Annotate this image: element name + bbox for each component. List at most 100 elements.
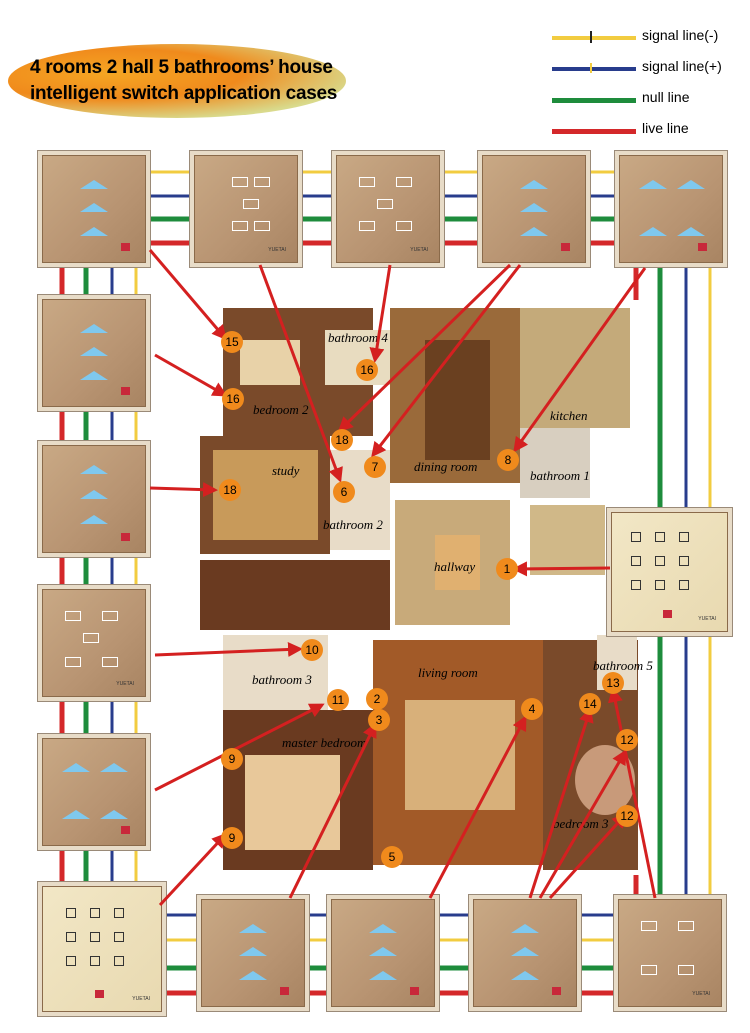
legend-signal-plus: signal line(+) bbox=[550, 55, 750, 86]
touch-triangle bbox=[80, 324, 108, 333]
room-label-bathroom5: bathroom 5 bbox=[593, 658, 653, 673]
scene-button bbox=[66, 956, 76, 966]
touch-triangle bbox=[100, 763, 128, 772]
legend-line-signal-minus bbox=[552, 36, 636, 40]
room-label-master: master bedroom bbox=[282, 735, 367, 750]
scene-button bbox=[254, 221, 270, 231]
switch-panel-top-3[interactable]: YUETAI bbox=[332, 151, 444, 267]
legend-label: null line bbox=[642, 89, 690, 105]
badge-1: 1 bbox=[496, 558, 518, 580]
touch-triangle bbox=[62, 810, 90, 819]
scene-button bbox=[678, 921, 694, 931]
scene-button bbox=[66, 908, 76, 918]
badge-14: 14 bbox=[579, 693, 601, 715]
scene-button bbox=[243, 199, 259, 209]
brand-logo bbox=[698, 243, 707, 251]
switch-panel-bottom-2[interactable] bbox=[197, 895, 309, 1011]
switch-panel-left-4[interactable] bbox=[38, 734, 150, 850]
brand-label: YUETAI bbox=[132, 996, 150, 1002]
legend-line-null bbox=[552, 98, 636, 103]
touch-triangle bbox=[369, 924, 397, 933]
room-label-bathroom4: bathroom 4 bbox=[328, 330, 388, 345]
floor-plan-drawing bbox=[185, 300, 640, 875]
scene-button bbox=[679, 532, 689, 542]
scene-button bbox=[114, 908, 124, 918]
scene-button bbox=[396, 177, 412, 187]
brand-logo bbox=[410, 987, 419, 995]
badge-10: 10 bbox=[301, 639, 323, 661]
scene-button bbox=[655, 532, 665, 542]
scene-button bbox=[396, 221, 412, 231]
brand-label: YUETAI bbox=[268, 247, 286, 253]
room-label-hallway: hallway bbox=[434, 559, 476, 574]
legend-line-signal-plus bbox=[552, 67, 636, 71]
switch-panel-left-3[interactable]: YUETAI bbox=[38, 585, 150, 701]
switch-panel-bottom-4[interactable] bbox=[469, 895, 581, 1011]
scene-button bbox=[631, 556, 641, 566]
brand-logo bbox=[121, 533, 130, 541]
switch-panel-left-1[interactable] bbox=[38, 295, 150, 411]
badge-12: 12 bbox=[616, 805, 638, 827]
switch-panel-top-5[interactable] bbox=[615, 151, 727, 267]
touch-triangle bbox=[511, 924, 539, 933]
top-wires bbox=[150, 170, 615, 246]
badge-2: 2 bbox=[366, 688, 388, 710]
brand-label: YUETAI bbox=[698, 616, 716, 622]
switch-panel-right-master[interactable]: YUETAI bbox=[607, 508, 732, 636]
scene-button bbox=[65, 611, 81, 621]
touch-triangle bbox=[80, 180, 108, 189]
legend: signal line(-) signal line(+) null line … bbox=[550, 24, 750, 148]
scene-button bbox=[641, 965, 657, 975]
scene-button bbox=[679, 556, 689, 566]
badge-7: 7 bbox=[364, 456, 386, 478]
room-label-kitchen: kitchen bbox=[550, 408, 588, 423]
scene-button bbox=[83, 633, 99, 643]
scene-button bbox=[102, 657, 118, 667]
brand-logo bbox=[95, 990, 104, 998]
legend-label: live line bbox=[642, 120, 689, 136]
touch-triangle bbox=[520, 180, 548, 189]
switch-panel-bottom-3[interactable] bbox=[327, 895, 439, 1011]
badge-3: 3 bbox=[368, 709, 390, 731]
scene-button bbox=[114, 956, 124, 966]
legend-line-live bbox=[552, 129, 636, 134]
brand-logo bbox=[121, 826, 130, 834]
badge-12: 12 bbox=[616, 729, 638, 751]
scene-button bbox=[102, 611, 118, 621]
switch-panel-top-2[interactable]: YUETAI bbox=[190, 151, 302, 267]
touch-triangle bbox=[639, 180, 667, 189]
scene-button bbox=[359, 221, 375, 231]
switch-panel-top-4[interactable] bbox=[478, 151, 590, 267]
touch-triangle bbox=[239, 924, 267, 933]
scene-button bbox=[631, 532, 641, 542]
touch-triangle bbox=[520, 203, 548, 212]
badge-6: 6 bbox=[333, 481, 355, 503]
brand-logo bbox=[121, 243, 130, 251]
touch-triangle bbox=[511, 947, 539, 956]
scene-button bbox=[114, 932, 124, 942]
switch-panel-bottom-1[interactable]: YUETAI bbox=[38, 882, 166, 1016]
legend-label: signal line(+) bbox=[642, 58, 722, 74]
scene-button bbox=[90, 956, 100, 966]
badge-11: 11 bbox=[327, 689, 349, 711]
arrows bbox=[148, 249, 657, 907]
badge-4: 4 bbox=[521, 698, 543, 720]
switch-panel-top-1[interactable] bbox=[38, 151, 150, 267]
badge-15: 15 bbox=[221, 331, 243, 353]
scene-button bbox=[65, 657, 81, 667]
switch-panel-bottom-5[interactable]: YUETAI bbox=[614, 895, 726, 1011]
switch-panel-left-2[interactable] bbox=[38, 441, 150, 557]
badge-9: 9 bbox=[221, 827, 243, 849]
touch-triangle bbox=[369, 947, 397, 956]
title-ellipse bbox=[8, 44, 346, 118]
legend-null: null line bbox=[550, 86, 750, 117]
room-label-living: living room bbox=[418, 665, 478, 680]
scene-button bbox=[377, 199, 393, 209]
badge-18: 18 bbox=[219, 479, 241, 501]
floor-plan: bathroom 4 bedroom 2 kitchen study dinin… bbox=[185, 300, 653, 875]
brand-label: YUETAI bbox=[116, 681, 134, 687]
touch-triangle bbox=[62, 763, 90, 772]
touch-triangle bbox=[639, 227, 667, 236]
touch-triangle bbox=[100, 810, 128, 819]
